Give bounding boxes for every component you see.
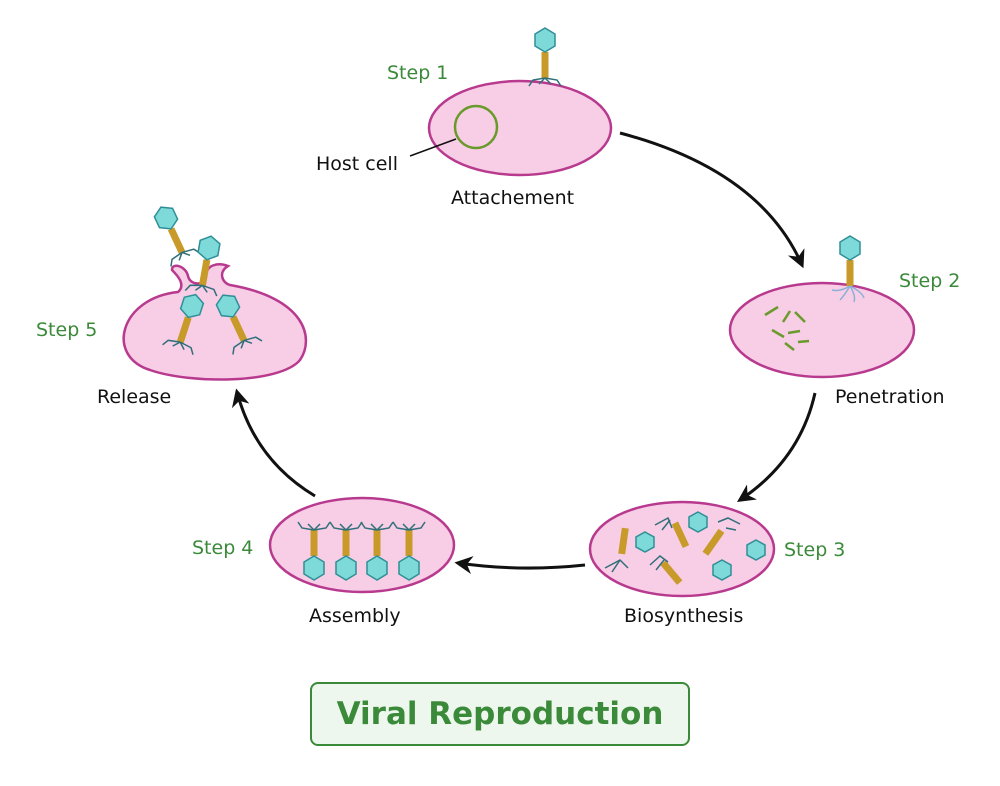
- stage-label-assembly: Assembly: [309, 605, 401, 627]
- stage-label-attachment: Attachement: [451, 187, 574, 209]
- host-cell-pointer: [409, 138, 457, 157]
- stage-label-penetration: Penetration: [835, 386, 945, 408]
- stage-label-release: Release: [97, 386, 171, 408]
- stage-label-biosynthesis: Biosynthesis: [624, 605, 743, 627]
- step-4-tag: Step 4: [192, 537, 253, 559]
- stage-biosynthesis: [588, 500, 776, 598]
- diagram-title: Viral Reproduction: [336, 696, 664, 732]
- cycle-arrow-2-to-3: [737, 392, 817, 502]
- assembled-phages: [297, 521, 426, 581]
- released-phages: [153, 206, 263, 355]
- host-cell-assembly: [268, 496, 456, 594]
- host-cell-release: [122, 263, 308, 381]
- bacteriophage-icon: [162, 293, 205, 355]
- stage-attachment: [409, 27, 613, 177]
- host-cell-penetration: [728, 281, 916, 379]
- stage-release: [122, 206, 308, 381]
- step-3-tag: Step 3: [784, 539, 845, 561]
- host-cell-attachment: [427, 79, 613, 177]
- bacteriophage-icon: [297, 521, 331, 581]
- stage-assembly: [268, 496, 456, 594]
- cycle-arrow-3-to-4: [454, 556, 586, 574]
- bacteriophage-icon: [528, 27, 562, 87]
- host-cell-label: Host cell: [316, 153, 398, 175]
- bacteriophage-icon: [392, 521, 426, 581]
- step-5-tag: Step 5: [36, 319, 97, 341]
- cycle-arrow-4-to-5: [231, 388, 316, 498]
- viral-dna-fragments: [764, 305, 810, 351]
- step-1-tag: Step 1: [387, 62, 448, 84]
- stage-penetration: [728, 235, 916, 379]
- bacteriophage-icon: [215, 294, 263, 355]
- nucleus: [453, 104, 499, 150]
- cycle-arrow-1-to-2: [619, 131, 805, 269]
- bacteriophage-icon: [329, 521, 363, 581]
- viral-parts: [604, 511, 766, 585]
- bacteriophage-icon: [360, 521, 394, 581]
- bacteriophage-icon: [153, 206, 201, 267]
- bacteriophage-icon: [831, 235, 865, 303]
- title-box: Viral Reproduction: [310, 682, 690, 746]
- bacteriophage-icon: [184, 235, 221, 297]
- step-2-tag: Step 2: [899, 270, 960, 292]
